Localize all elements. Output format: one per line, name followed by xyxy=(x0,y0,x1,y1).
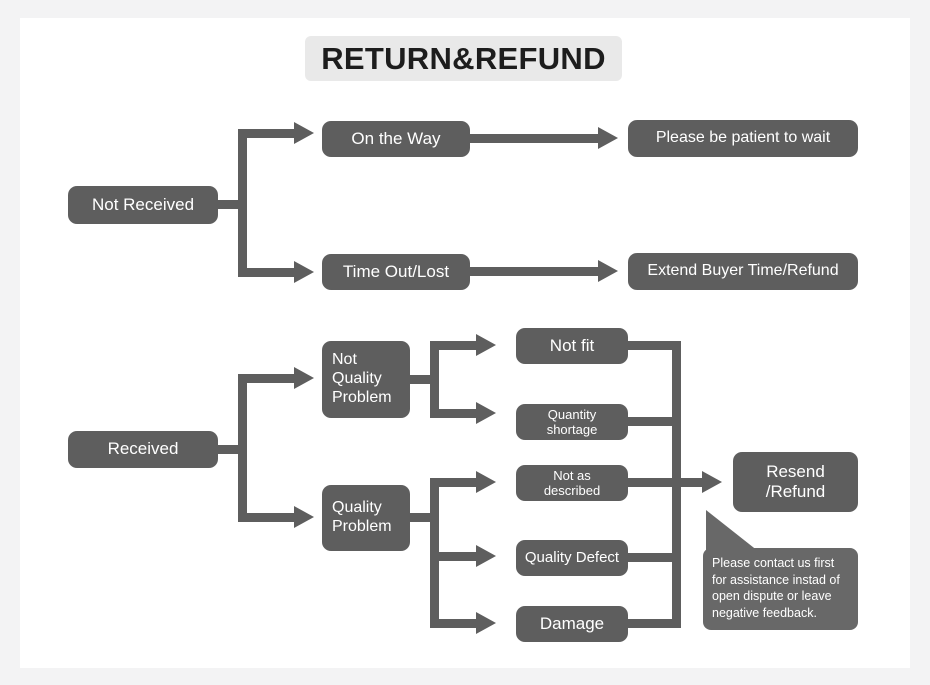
node-not-as-described-label: Not as described xyxy=(543,467,601,498)
tooltip-text: Please contact us first for assistance i… xyxy=(712,556,840,620)
node-on-the-way[interactable]: On the Way xyxy=(322,121,470,157)
node-not-received-label: Not Received xyxy=(91,194,195,214)
arrowhead-nqp-quantity-shortage xyxy=(476,402,496,424)
node-quality-defect-label: Quality Defect xyxy=(524,549,620,567)
node-not-fit[interactable]: Not fit xyxy=(516,328,628,364)
connector-received-bus xyxy=(238,374,247,522)
node-received[interactable]: Received xyxy=(68,431,218,468)
node-quality-defect[interactable]: Quality Defect xyxy=(516,540,628,576)
connector-to-quality-problem xyxy=(238,513,296,522)
node-received-label: Received xyxy=(107,439,179,459)
connector-merge-quality-defect xyxy=(628,553,681,562)
node-not-as-described[interactable]: Not as described xyxy=(516,465,628,501)
connector-not-received-stub xyxy=(218,200,242,209)
arrowhead-time-out-outcome xyxy=(598,260,618,282)
arrowhead-to-time-out xyxy=(294,261,314,283)
connector-merge-not-as-described xyxy=(628,478,681,487)
connector-nqp-bus xyxy=(430,341,439,418)
node-not-received[interactable]: Not Received xyxy=(68,186,218,224)
arrowhead-qp-not-as-described xyxy=(476,471,496,493)
arrowhead-merge-outcome xyxy=(702,471,722,493)
arrowhead-nqp-not-fit xyxy=(476,334,496,356)
node-quantity-shortage-label: Quantity shortage xyxy=(546,406,598,437)
arrowhead-qp-damage xyxy=(476,612,496,634)
connector-to-not-quality-problem xyxy=(238,374,296,383)
node-not-quality-problem[interactable]: Not Quality Problem xyxy=(322,341,410,418)
connector-qp-to-not-as-described xyxy=(430,478,478,487)
connector-merge-not-fit xyxy=(628,341,681,350)
connector-nqp-to-quantity-shortage xyxy=(430,409,478,418)
connector-qp-to-damage xyxy=(430,619,478,628)
node-resend-refund-line1: Resend xyxy=(766,461,825,481)
node-resend-refund-line2: /Refund xyxy=(765,482,826,501)
node-quantity-shortage[interactable]: Quantity shortage xyxy=(516,404,628,440)
node-resend-refund[interactable]: Resend /Refund xyxy=(733,452,858,512)
node-please-be-patient[interactable]: Please be patient to wait xyxy=(628,120,858,157)
tooltip-tail-icon xyxy=(706,510,763,555)
connector-to-on-the-way xyxy=(238,129,296,138)
connector-nqp-to-not-fit xyxy=(430,341,478,350)
arrowhead-to-not-quality-problem xyxy=(294,367,314,389)
arrowhead-qp-quality-defect xyxy=(476,545,496,567)
page-title: RETURN&REFUND xyxy=(305,36,622,81)
node-damage[interactable]: Damage xyxy=(516,606,628,642)
connector-on-the-way-to-outcome xyxy=(470,134,602,143)
node-not-fit-label: Not fit xyxy=(549,335,595,355)
arrowhead-to-quality-problem xyxy=(294,506,314,528)
node-time-out-lost[interactable]: Time Out/Lost xyxy=(322,254,470,290)
connector-to-time-out xyxy=(238,268,296,277)
node-extend-buyer-time-label: Extend Buyer Time/Refund xyxy=(647,262,839,280)
connector-nqp-stub xyxy=(410,375,434,384)
node-on-the-way-label: On the Way xyxy=(351,128,441,148)
node-not-quality-problem-label: Not Quality Problem xyxy=(332,351,392,406)
tooltip-callout: Please contact us first for assistance i… xyxy=(703,548,858,630)
arrowhead-on-the-way-outcome xyxy=(598,127,618,149)
connector-not-received-bus xyxy=(238,129,247,277)
node-damage-label: Damage xyxy=(539,613,605,633)
connector-time-out-to-outcome xyxy=(470,267,602,276)
node-quality-problem-label: Quality Problem xyxy=(332,499,392,535)
node-time-out-lost-label: Time Out/Lost xyxy=(342,261,450,281)
page-title-text: RETURN&REFUND xyxy=(321,41,606,76)
node-quality-problem[interactable]: Quality Problem xyxy=(322,485,410,551)
connector-qp-to-quality-defect xyxy=(430,552,478,561)
connector-merge-to-outcome xyxy=(672,478,706,487)
connector-qp-stub xyxy=(410,513,434,522)
connector-merge-damage xyxy=(628,619,681,628)
node-please-be-patient-label: Please be patient to wait xyxy=(655,129,831,147)
connector-merge-quantity-shortage xyxy=(628,417,681,426)
arrowhead-to-on-the-way xyxy=(294,122,314,144)
connector-received-stub xyxy=(218,445,242,454)
node-extend-buyer-time[interactable]: Extend Buyer Time/Refund xyxy=(628,253,858,290)
